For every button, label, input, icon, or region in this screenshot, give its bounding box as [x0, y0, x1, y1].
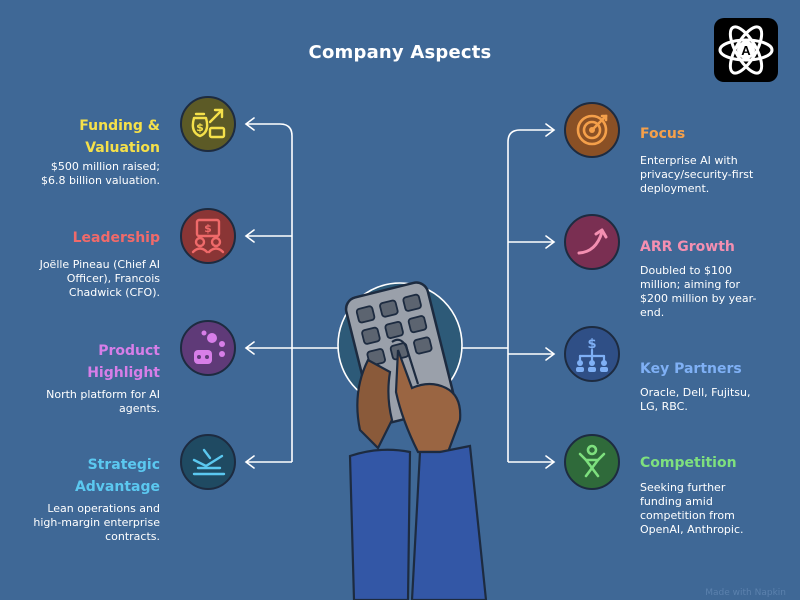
partners-desc: Oracle, Dell, Fujitsu, LG, RBC.	[640, 386, 751, 413]
product-heading: Product Highlight	[87, 343, 160, 381]
money-bag-growth-icon: $	[191, 108, 226, 139]
svg-text:$: $	[196, 121, 204, 134]
competition-heading: Competition	[640, 455, 737, 471]
svg-text:$: $	[587, 337, 596, 352]
strategic-icon-circle	[180, 434, 236, 490]
focus-desc: Enterprise AI with privacy/security-firs…	[640, 154, 754, 195]
arr-desc: Doubled to $100 million; aiming for $200…	[640, 264, 757, 319]
partners-icon-circle: $	[564, 326, 620, 382]
partner-network-icon: $	[576, 337, 608, 372]
leadership-icon-circle: $	[180, 208, 236, 264]
product-icon-circle	[180, 320, 236, 376]
arr-icon-circle	[564, 214, 620, 270]
target-icon	[576, 114, 608, 146]
competition-desc: Seeking further funding amid competition…	[640, 481, 744, 536]
strategic-heading: Strategic Advantage	[74, 457, 160, 495]
focus-heading: Focus	[640, 126, 686, 142]
credit-watermark: Made with Napkin	[705, 588, 786, 598]
svg-text:A: A	[741, 43, 751, 58]
competitor-icon	[578, 444, 606, 478]
partners-heading: Key Partners	[640, 361, 742, 377]
leadership-heading: Leadership	[72, 230, 160, 246]
leadership-desc: Joëlle Pineau (Chief AI Officer), Franco…	[39, 258, 160, 299]
svg-text:$: $	[204, 222, 212, 235]
atom-logo-icon: A	[714, 18, 778, 82]
plane-takeoff-icon	[192, 448, 226, 476]
robot-agent-icon	[194, 330, 225, 364]
focus-icon-circle	[564, 102, 620, 158]
funding-icon-circle: $	[180, 96, 236, 152]
leaders-icon: $	[191, 218, 225, 254]
arr-heading: ARR Growth	[640, 239, 735, 255]
competition-icon-circle	[564, 434, 620, 490]
product-desc: North platform for AI agents.	[46, 388, 160, 415]
growth-arrow-icon	[577, 228, 608, 255]
funding-heading: Funding & Valuation	[79, 118, 160, 156]
strategic-desc: Lean operations and high-margin enterpri…	[33, 502, 160, 543]
diagram-title: Company Aspects	[308, 42, 492, 63]
funding-desc: $500 million raised; $6.8 billion valuat…	[41, 160, 160, 187]
